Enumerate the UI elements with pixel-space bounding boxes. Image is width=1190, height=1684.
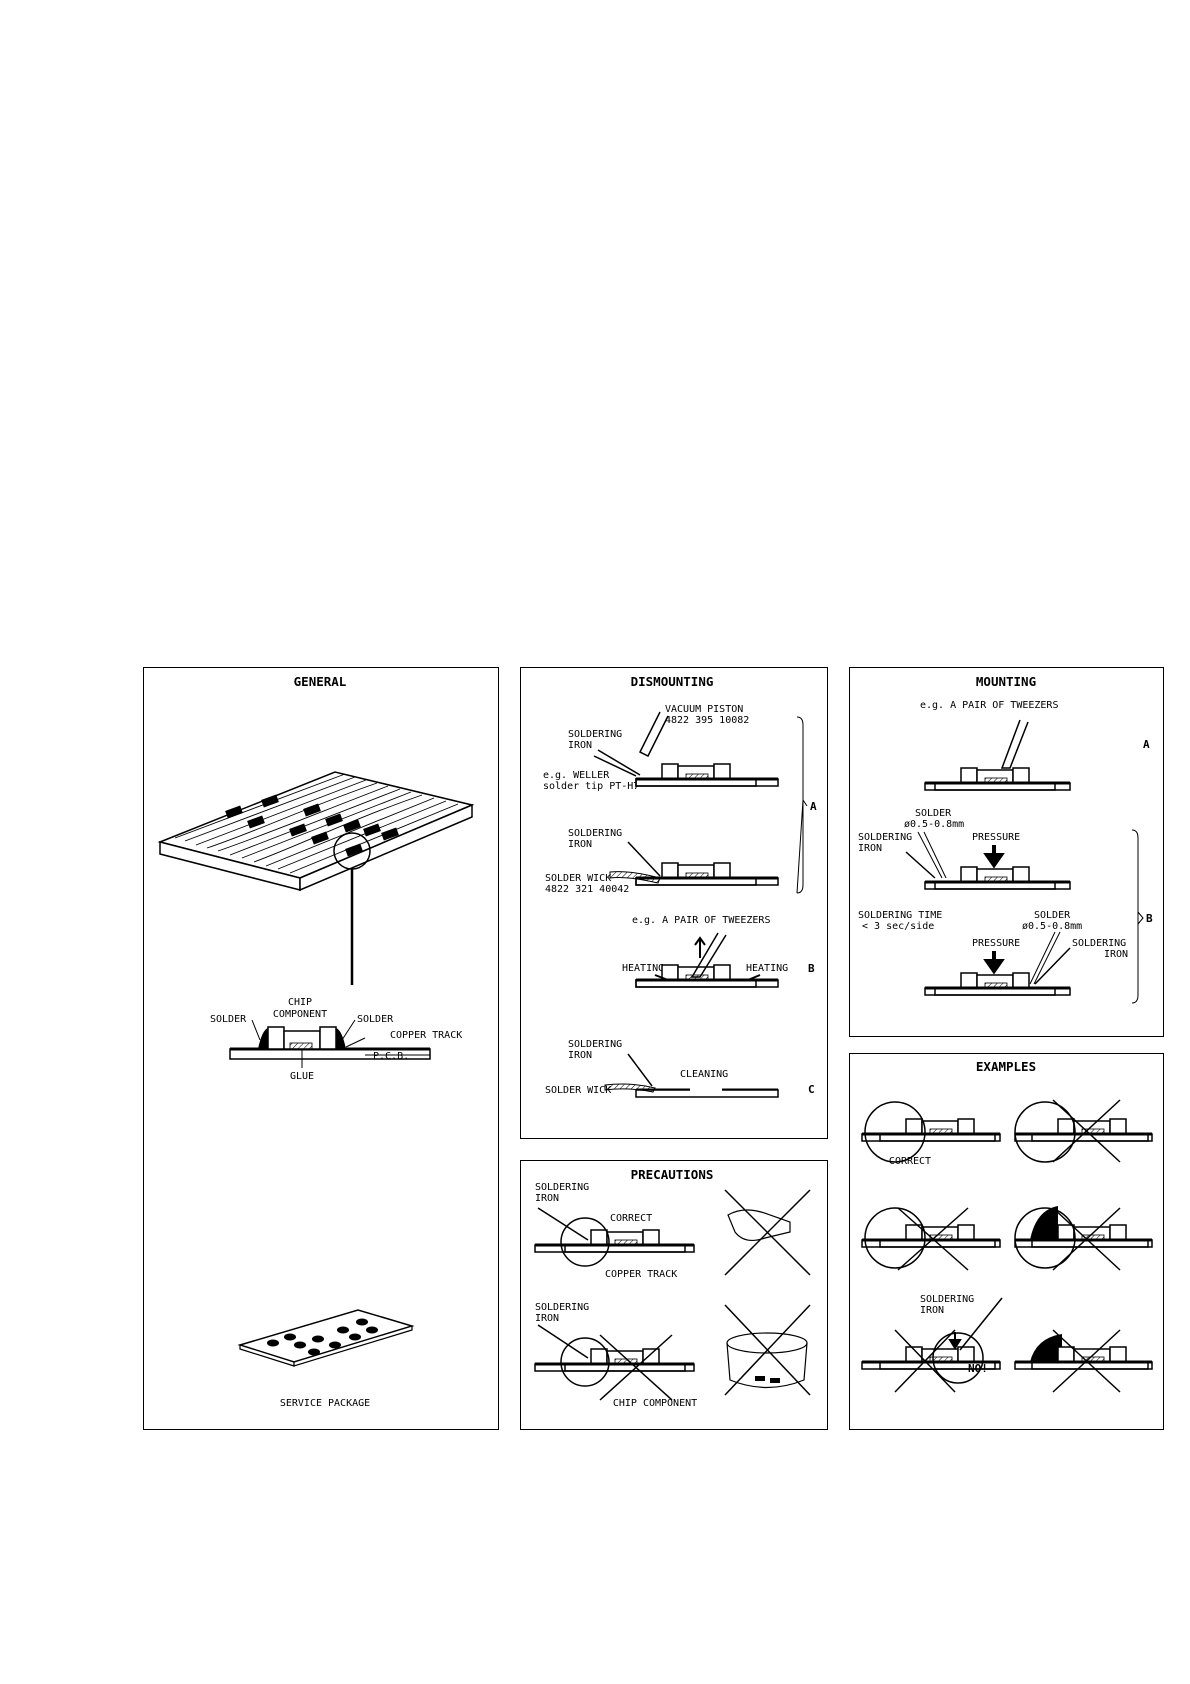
mount-solder1-label-2: ø0.5-0.8mm: [904, 819, 964, 830]
solder-right-label: SOLDER: [357, 1014, 394, 1025]
mounting-section: MOUNTING e.g. A PAIR OF TWEEZERS A SOLDE…: [858, 674, 1153, 1004]
panel-mounting: [849, 667, 1164, 1037]
mount-solder1-label-1: SOLDER: [915, 808, 952, 819]
precautions-section: PRECAUTIONS SOLDERING IRON CORRECT COPPE…: [534, 1167, 811, 1409]
prec-iron1-label-2: IRON: [535, 1193, 559, 1204]
mount-iron1-label-1: SOLDERING: [858, 832, 912, 843]
mount-solder2-label-2: ø0.5-0.8mm: [1022, 921, 1082, 932]
soldering-time-label-2: < 3 sec/side: [862, 921, 934, 932]
copper-track-label: COPPER TRACK: [390, 1030, 462, 1041]
examples-iron-label-2: IRON: [920, 1305, 944, 1316]
general-title: GENERAL: [294, 674, 347, 689]
vacuum-piston-label-1: VACUUM PISTON: [665, 704, 743, 715]
down-arrow-icon: [948, 1332, 962, 1350]
weller-label-2: solder tip PT-H7: [543, 781, 639, 792]
prec-iron1-label-1: SOLDERING: [535, 1182, 589, 1193]
vacuum-piston-label-2: 4822 395 10082: [665, 715, 749, 726]
heating-arrow-left-icon: [654, 974, 669, 981]
dis-chip-1: [634, 762, 758, 788]
hand-touch-forbidden-icon: [724, 1189, 811, 1276]
dismounting-title: DISMOUNTING: [631, 674, 714, 689]
panel-general: [143, 667, 499, 1430]
pcb-label: P.C.B.: [373, 1051, 409, 1062]
container-forbidden-icon: [724, 1304, 811, 1396]
mount-pressure1-label: PRESSURE: [972, 832, 1020, 843]
examples-title: EXAMPLES: [976, 1059, 1036, 1074]
soldering-time-label-1: SOLDERING TIME: [858, 910, 942, 921]
examples-section: EXAMPLES CORRECT: [861, 1059, 1154, 1393]
example-correct: [861, 1101, 1002, 1163]
mount-chip-1: [933, 766, 1057, 792]
pcb-perspective-drawing: [157, 771, 475, 985]
solder-wick-label-1: SOLDER WICK: [545, 873, 611, 884]
prec-copper-track-label: COPPER TRACK: [605, 1269, 677, 1280]
mount-chip-3: [933, 971, 1057, 997]
mount-tweezers-label: e.g. A PAIR OF TWEEZERS: [920, 700, 1058, 711]
prec-iron2-label-1: SOLDERING: [535, 1302, 589, 1313]
pressure-arrow-icon: [983, 845, 1005, 869]
mount-label-b: B: [1146, 912, 1153, 925]
tweezers-icon: [690, 932, 727, 978]
mount-pressure2-label: PRESSURE: [972, 938, 1020, 949]
dis-iron3-label-1: SOLDERING: [568, 1039, 622, 1050]
example-wrong-1: [1014, 1099, 1154, 1163]
examples-iron-label-1: SOLDERING: [920, 1294, 974, 1305]
dis-tweezers-label: e.g. A PAIR OF TWEEZERS: [632, 915, 770, 926]
dis-label-a: A: [810, 800, 817, 813]
dismounting-section: DISMOUNTING VACUUM PISTON 4822 395 10082…: [543, 674, 817, 1098]
panel-dismounting: [520, 667, 828, 1139]
weller-label-1: e.g. WELLER: [543, 770, 610, 781]
example-wrong-2: [861, 1207, 1002, 1271]
glue-label: GLUE: [290, 1071, 314, 1082]
heating-arrow-right-icon: [747, 974, 761, 981]
mount-tweezers-icon: [1000, 719, 1029, 769]
example-wrong-3: [1014, 1206, 1154, 1271]
chip-component-label-2: COMPONENT: [273, 1009, 327, 1020]
cleaning-label: CLEANING: [680, 1069, 728, 1080]
prec-correct-label: CORRECT: [610, 1213, 652, 1224]
heating-left-label: HEATING: [622, 963, 664, 974]
soldering-iron-icon: [597, 749, 641, 776]
examples-no-label: NO!: [968, 1362, 988, 1375]
dis-label-b: B: [808, 962, 815, 975]
prec-iron2-label-2: IRON: [535, 1313, 559, 1324]
dis-iron2-label-1: SOLDERING: [568, 828, 622, 839]
chip-cross-section: [229, 1019, 431, 1068]
examples-correct-label: CORRECT: [889, 1156, 931, 1167]
dis-iron1-label-1: SOLDERING: [568, 729, 622, 740]
mounting-title: MOUNTING: [976, 674, 1036, 689]
pressure-arrow-icon-2: [983, 951, 1005, 975]
panel-precautions: [520, 1160, 828, 1430]
prec-chip-component-label: CHIP COMPONENT: [613, 1398, 697, 1409]
service-package-drawing: [237, 1309, 415, 1367]
panel-examples: [849, 1053, 1164, 1430]
dis-iron1-label-2: IRON: [568, 740, 592, 751]
prec-chip-2: [563, 1347, 687, 1373]
example-wrong-4: [861, 1297, 1003, 1393]
mount-iron2-label-1: SOLDERING: [1072, 938, 1126, 949]
dis-label-c: C: [808, 1083, 815, 1096]
up-arrow-icon: [694, 936, 706, 958]
mount-iron2-label-2: IRON: [1104, 949, 1128, 960]
mount-solder2-label-1: SOLDER: [1034, 910, 1071, 921]
solder-wick-2-label: SOLDER WICK: [545, 1085, 611, 1096]
heating-right-label: HEATING: [746, 963, 788, 974]
chip-component-label-1: CHIP: [288, 997, 312, 1008]
vacuum-piston-icon: [638, 711, 669, 758]
mount-label-a: A: [1143, 738, 1150, 751]
solder-left-label: SOLDER: [210, 1014, 247, 1025]
dis-iron2-label-2: IRON: [568, 839, 592, 850]
service-package-label: SERVICE PACKAGE: [280, 1398, 370, 1409]
general-section: GENERAL: [157, 674, 475, 1409]
dis-iron3-label-2: IRON: [568, 1050, 592, 1061]
solder-wick-label-2: 4822 321 40042: [545, 884, 629, 895]
example-wrong-5: [1014, 1329, 1154, 1393]
precautions-title: PRECAUTIONS: [631, 1167, 714, 1182]
mount-chip-2: [933, 865, 1057, 891]
mount-iron1-label-2: IRON: [858, 843, 882, 854]
prec-chip-1: [563, 1228, 687, 1254]
